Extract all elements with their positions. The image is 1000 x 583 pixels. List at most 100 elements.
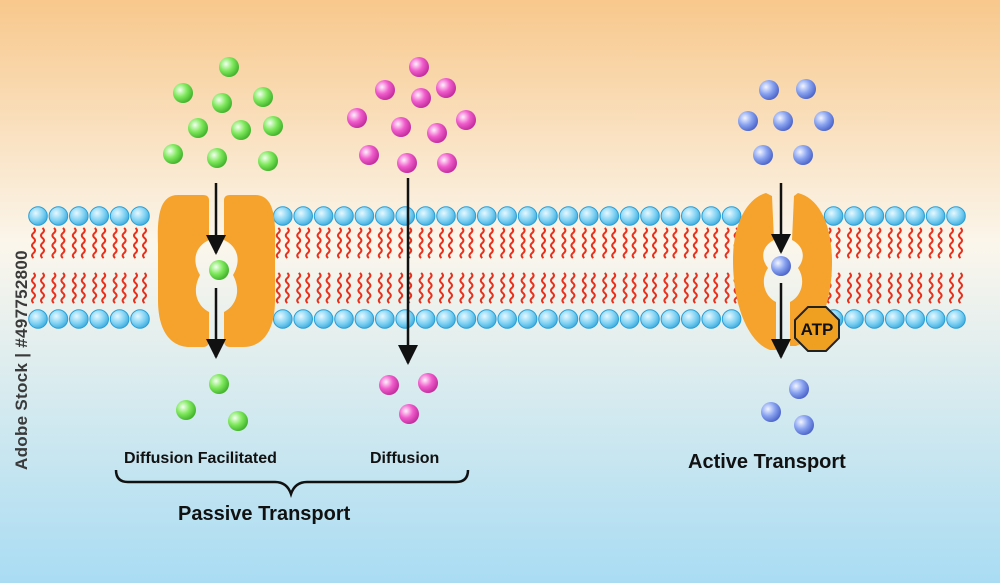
phospholipid-head	[701, 309, 722, 329]
green-molecule	[176, 400, 196, 420]
phospholipid-tail	[459, 227, 465, 259]
pink-molecule	[359, 145, 379, 165]
phospholipid-tail	[51, 227, 57, 259]
phospholipid-tail	[631, 227, 637, 259]
phospholipid-tail	[305, 227, 311, 259]
phospholipid-head	[395, 309, 416, 329]
phospholipid-tail	[529, 272, 535, 304]
phospholipid-head	[456, 206, 477, 226]
phospholipid-tail	[949, 272, 954, 304]
phospholipid-tail	[275, 272, 281, 304]
phospholipid-tail	[724, 227, 730, 259]
phospholipid-tail	[917, 272, 923, 304]
phospholipid-head	[599, 309, 620, 329]
phospholipid-head	[823, 206, 844, 226]
phospholipid-head	[681, 206, 701, 226]
phospholipid-tail	[611, 227, 617, 259]
phospholipid-tail	[377, 227, 383, 259]
phospholipid-tail	[101, 227, 107, 259]
phospholipid-tail	[867, 272, 873, 304]
phospholipid-tail	[80, 272, 86, 304]
phospholipid-head	[864, 206, 885, 226]
phospholipid-tail	[407, 227, 413, 259]
phospholipid-tail	[847, 272, 852, 304]
phospholipid-tail	[60, 272, 66, 304]
phospholipid-tail	[631, 272, 637, 304]
transport-arrows	[206, 178, 791, 365]
blue-molecule	[773, 111, 793, 131]
phospholipid-tail	[500, 272, 506, 304]
pink-molecule	[397, 153, 417, 173]
phospholipid-head	[456, 309, 477, 329]
phospholipid-tail	[427, 227, 433, 259]
phospholipid-tail	[305, 272, 311, 304]
phospholipid-head	[436, 309, 456, 329]
phospholipid-head	[517, 206, 538, 226]
phospholipid-tail	[622, 227, 628, 259]
phospholipid-tail	[71, 227, 77, 259]
blue-molecule	[794, 415, 814, 435]
phospholipid-head	[436, 206, 456, 226]
phospholipid-head	[579, 206, 599, 226]
phospholipid-tail	[541, 272, 546, 304]
phospholipid-head	[619, 309, 640, 329]
phospholipid-head	[313, 309, 334, 329]
phospholipid-tail	[439, 227, 444, 259]
phospholipid-head	[28, 206, 48, 226]
pink-molecule	[375, 80, 395, 100]
phospholipid-tail	[80, 227, 86, 259]
phospholipid-tail	[611, 272, 617, 304]
phospholipid-head	[130, 309, 150, 329]
phospholipid-tail	[427, 272, 433, 304]
phospholipid-head	[89, 206, 109, 226]
phospholipid-head	[558, 206, 579, 226]
channel-protein-icon	[157, 195, 276, 347]
phospholipid-tail	[590, 272, 596, 304]
phospholipid-head	[885, 206, 905, 226]
phospholipid-head	[885, 309, 905, 329]
phospholipid-tail	[570, 272, 576, 304]
phospholipid-tail	[896, 272, 902, 304]
phospholipid-head	[864, 309, 885, 329]
phospholipid-tail	[867, 227, 873, 259]
phospholipid-head	[538, 206, 558, 226]
phospholipid-tail	[142, 227, 147, 259]
phospholipid-tail	[121, 272, 127, 304]
phospholipid-head	[579, 309, 599, 329]
phospholipid-tail	[561, 272, 567, 304]
phospholipid-tail	[908, 272, 914, 304]
channel-protein-left-half	[157, 195, 209, 347]
phospholipid-tail	[561, 227, 567, 259]
phospholipid-tail	[550, 272, 555, 304]
phospholipid-head	[415, 309, 436, 329]
phospholipid-tail	[337, 227, 342, 259]
facilitated-diffusion-label: Diffusion Facilitated	[124, 450, 277, 467]
phospholipid-tail	[71, 272, 77, 304]
phospholipid-head	[538, 309, 558, 329]
phospholipid-head	[517, 309, 538, 329]
phospholipid-head	[354, 206, 375, 226]
phospholipid-tail	[60, 227, 66, 259]
pink-molecule	[436, 78, 456, 98]
phospholipid-head	[946, 206, 966, 226]
phospholipid-tail	[663, 227, 669, 259]
green-molecule	[188, 118, 208, 138]
phospholipid-tail	[958, 272, 963, 304]
pump-protein-left-half	[733, 193, 776, 350]
phospholipid-tail	[509, 272, 515, 304]
pink-molecule	[456, 110, 476, 130]
phospholipid-tail	[529, 227, 535, 259]
phospholipid-head	[130, 206, 150, 226]
blue-molecule	[793, 145, 813, 165]
phospholipid-tail	[316, 227, 322, 259]
phospholipid-head	[477, 206, 497, 226]
phospholipid-tail	[448, 227, 453, 259]
phospholipid-head	[69, 206, 89, 226]
phospholipid-tail	[296, 272, 302, 304]
phospholipid-tail	[479, 227, 485, 259]
phospholipid-tail	[643, 272, 648, 304]
phospholipid-tail	[407, 272, 413, 304]
